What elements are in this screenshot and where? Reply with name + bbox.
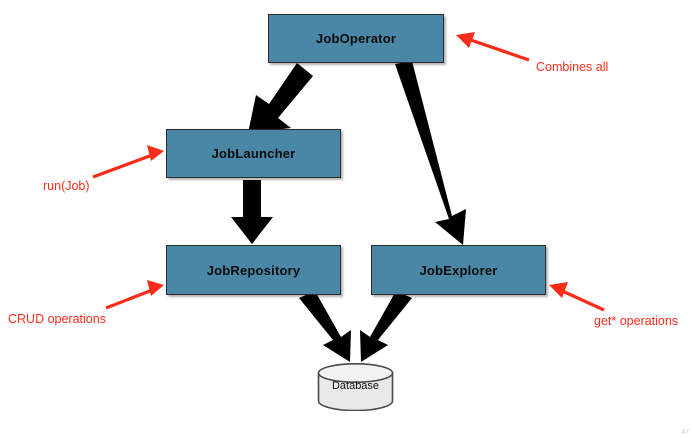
arrow-jobexplorer-to-database [360,291,412,362]
annotation-label-get-operations: get* operations [594,314,679,328]
node-joboperator[interactable]: JobOperator [268,14,444,63]
arrow-joboperator-to-joblauncher [248,63,313,133]
node-jobexplorer-label: JobExplorer [419,262,498,278]
arrow-joblauncher-to-jobrepository [231,180,273,244]
annotation-label-crud-operations: CRUD operations [8,312,106,326]
annotation-arrow-crud-operations [105,280,164,310]
arrow-joboperator-to-jobexplorer [395,61,466,245]
annotation-label-combines-all: Combines all [536,60,609,74]
node-jobrepository[interactable]: JobRepository [166,245,341,295]
node-jobrepository-label: JobRepository [206,262,301,278]
node-joboperator-label: JobOperator [315,31,397,46]
annotation-arrow-run-job [92,145,164,179]
annotation-label-run-job: run(Job) [43,179,90,193]
page-mark: 47 [681,429,689,436]
node-joblauncher[interactable]: JobLauncher [166,129,341,178]
node-database[interactable]: Database [317,363,394,412]
annotation-arrow-combines-all [456,32,530,62]
node-joblauncher-label: JobLauncher [211,146,296,161]
node-database-label: Database [331,380,380,392]
node-jobexplorer[interactable]: JobExplorer [371,245,546,295]
database-cylinder-icon [317,363,394,412]
annotation-arrow-get-operations [549,282,605,312]
arrow-jobrepository-to-database [299,291,351,362]
